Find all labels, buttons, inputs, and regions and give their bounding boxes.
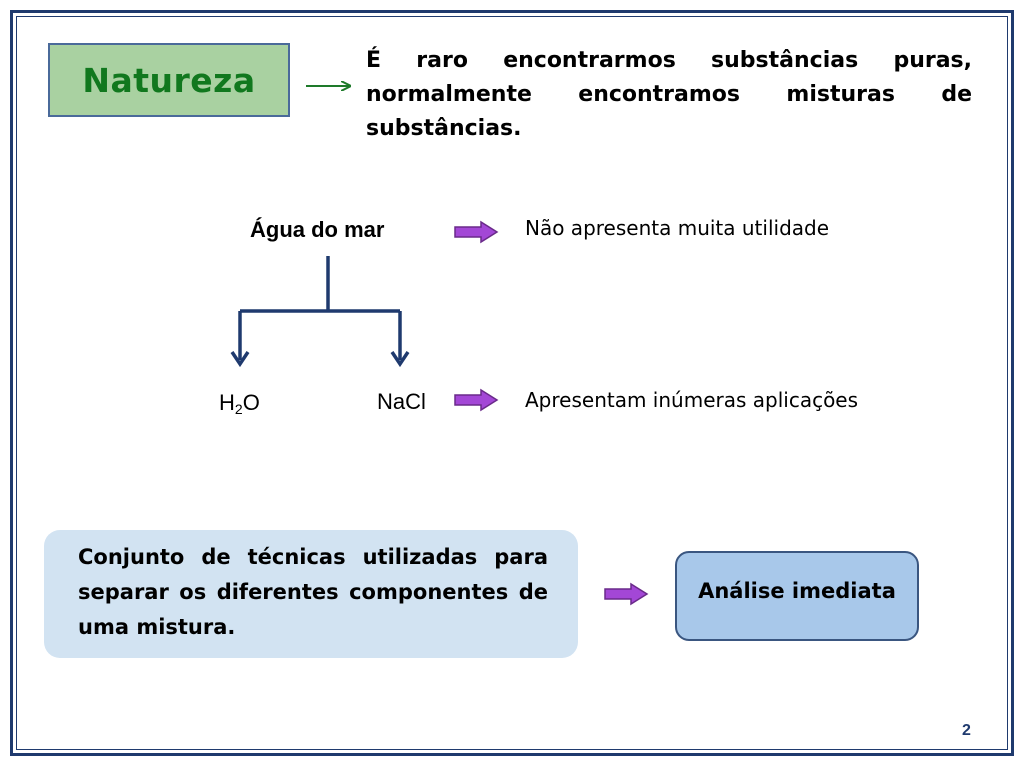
intro-text: É raro encontrarmos substâncias puras, n… bbox=[366, 48, 972, 141]
h2o-subscript: 2 bbox=[234, 401, 243, 417]
slide-frame-outer bbox=[10, 10, 1014, 756]
analise-imediata-label: Análise imediata bbox=[698, 579, 896, 603]
natureza-label: Natureza bbox=[82, 60, 256, 100]
slide-frame-inner bbox=[16, 16, 1008, 750]
definition-text: Conjunto de técnicas utilizadas para sep… bbox=[78, 545, 548, 639]
products-note: Apresentam inúmeras aplicações bbox=[525, 388, 859, 412]
h2o-main: H bbox=[219, 390, 235, 415]
page-number: 2 bbox=[962, 722, 971, 739]
definition-box: Conjunto de técnicas utilizadas para sep… bbox=[44, 530, 578, 658]
h2o-tail: O bbox=[242, 390, 260, 415]
product-nacl: NaCl bbox=[377, 389, 426, 414]
product-h2o: H2O bbox=[219, 390, 260, 417]
source-label: Água do mar bbox=[250, 217, 385, 242]
natureza-box: Natureza bbox=[48, 43, 290, 117]
analise-imediata-box: Análise imediata bbox=[675, 551, 919, 641]
source-note: Não apresenta muita utilidade bbox=[525, 216, 830, 240]
